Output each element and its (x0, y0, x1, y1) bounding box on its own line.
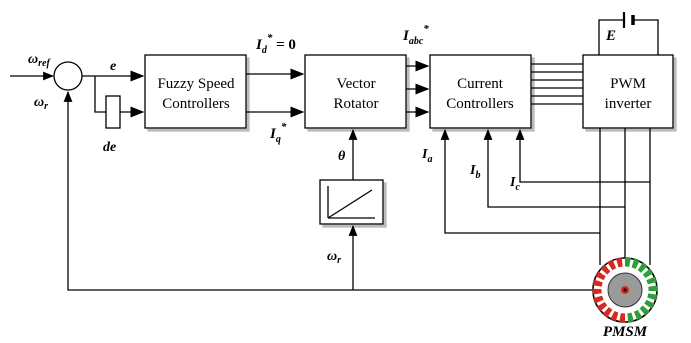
fuzzy-block-line1: Fuzzy Speed (157, 76, 235, 92)
pmsm-motor-icon (592, 257, 658, 323)
current-controllers-block: Current Controllers (429, 54, 532, 129)
motor-phase-wires (599, 128, 651, 265)
fuzzy-block-line2: Controllers (162, 96, 230, 112)
ic-feedback-wire (515, 128, 650, 183)
gate-signal-bus (531, 63, 583, 105)
ic-label: Ic (509, 175, 520, 193)
error-label: e (110, 59, 116, 74)
omega-ref-label: ωref (28, 52, 51, 69)
ib-feedback-wire (483, 128, 625, 208)
ib-label: Ib (469, 163, 480, 181)
derivative-branch-wire (94, 76, 106, 113)
fuzzy-speed-controllers-block: Fuzzy Speed Controllers (144, 54, 247, 129)
theta-label: θ (338, 149, 346, 164)
vector-block-line2: Rotator (334, 96, 379, 112)
ramp-line (327, 189, 373, 219)
pmsm-label: PMSM (603, 324, 648, 340)
summing-junction (53, 61, 83, 91)
integrator-ramp-block (319, 179, 384, 225)
id-ref-label: Id* = 0 (255, 32, 296, 56)
dc-source (598, 12, 659, 55)
iabc-ref-label: Iabc* (402, 23, 429, 47)
dc-source-label: E (605, 28, 616, 44)
vector-block-line1: Vector (336, 76, 375, 92)
pwm-block-line1: PWM (610, 76, 646, 92)
derivative-block (105, 95, 121, 129)
ia-feedback-wire (440, 128, 600, 234)
omega-r-feedback-label: ωr (327, 249, 341, 266)
speed-feedback-wire (63, 90, 594, 291)
de-label: de (103, 140, 116, 155)
iq-ref-label: Iq* (269, 121, 287, 145)
pwm-inverter-block: PWM inverter (582, 54, 674, 129)
omega-r-sum-label: ωr (34, 95, 48, 112)
vector-rotator-block: Vector Rotator (304, 54, 407, 129)
ia-label: Ia (421, 147, 432, 165)
current-block-line1: Current (457, 76, 504, 92)
current-block-line2: Controllers (446, 96, 514, 112)
pwm-block-line2: inverter (605, 96, 652, 112)
